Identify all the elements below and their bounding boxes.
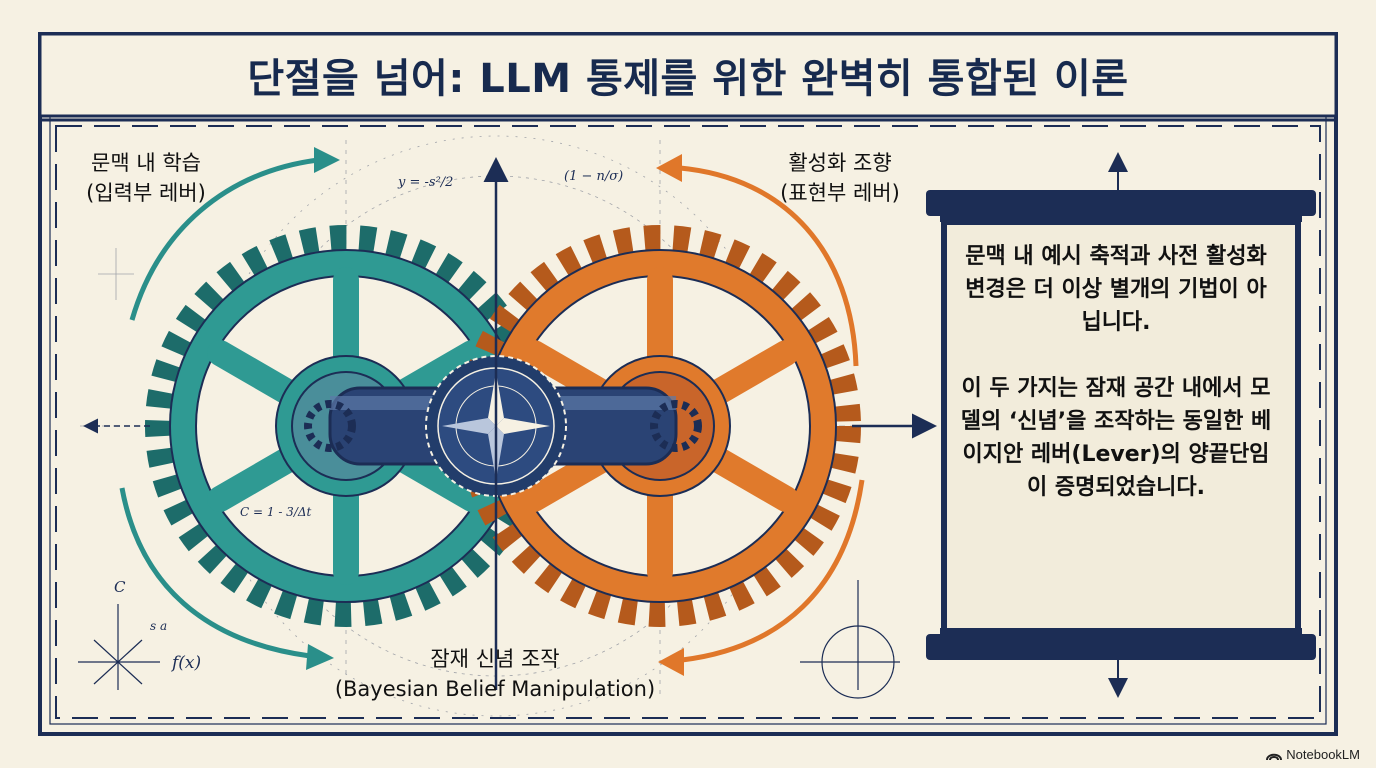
- scroll-paragraph-1: 문맥 내 예시 축적과 사전 활성화 변경은 더 이상 별개의 기법이 아닙니다…: [965, 244, 1267, 335]
- bottom-label: 잠재 신념 조작 (Bayesian Belief Manipulation): [310, 644, 680, 704]
- left-label-line1: 문맥 내 학습: [91, 151, 201, 175]
- formula-y: y = -s²/2: [397, 175, 453, 190]
- compass-sketch: [78, 604, 160, 690]
- scroll-panel: [926, 190, 1316, 660]
- formula-c-axis: C: [114, 578, 126, 596]
- dashed-border: [55, 125, 1321, 719]
- teal-arrowhead-top: [314, 147, 340, 173]
- orange-arc-top: [679, 165, 859, 367]
- left-label: 문맥 내 학습 (입력부 레버): [56, 148, 236, 208]
- formula-glyphs: y = -s²/2 (1 − n/σ) C = 1 - 3/Δt f(x) C …: [114, 169, 623, 673]
- formula-sa: s a: [150, 619, 167, 633]
- page-title: 단절을 넘어: LLM 통제를 위한 완벽히 통합된 이론: [247, 56, 1129, 102]
- brand-text: NotebookLM: [1286, 747, 1360, 762]
- formula-n: (1 − n/σ): [564, 169, 623, 184]
- right-label: 활성화 조향 (표현부 레버): [760, 148, 920, 208]
- teal-arrowhead-bottom: [306, 644, 334, 670]
- brand-footer: NotebookLM: [1266, 747, 1360, 762]
- left-label-line2: (입력부 레버): [86, 181, 206, 205]
- right-label-line2: (표현부 레버): [780, 181, 900, 205]
- right-label-line1: 활성화 조향: [788, 151, 892, 175]
- plot-sketch: [800, 580, 900, 699]
- orange-arrowhead-top: [656, 154, 682, 182]
- orange-arc-bottom: [681, 479, 865, 663]
- teal-arc-top: [129, 157, 319, 321]
- formula-fx: f(x): [170, 653, 201, 673]
- bottom-label-line2: (Bayesian Belief Manipulation): [334, 677, 656, 701]
- scroll-paragraph-2: 이 두 가지는 잠재 공간 내에서 모델의 ‘신념’을 조작하는 동일한 베이지…: [960, 376, 1272, 500]
- title-band: [38, 32, 1338, 118]
- teal-arc-bottom: [119, 487, 311, 659]
- orange-arrowhead-bottom: [658, 648, 684, 676]
- scroll-text: 문맥 내 예시 축적과 사전 활성화 변경은 더 이상 별개의 기법이 아닙니다…: [956, 240, 1276, 504]
- formula-c: C = 1 - 3/Δt: [240, 505, 312, 519]
- notebooklm-logo-icon: [1266, 753, 1283, 760]
- bottom-label-line1: 잠재 신념 조작: [430, 647, 560, 671]
